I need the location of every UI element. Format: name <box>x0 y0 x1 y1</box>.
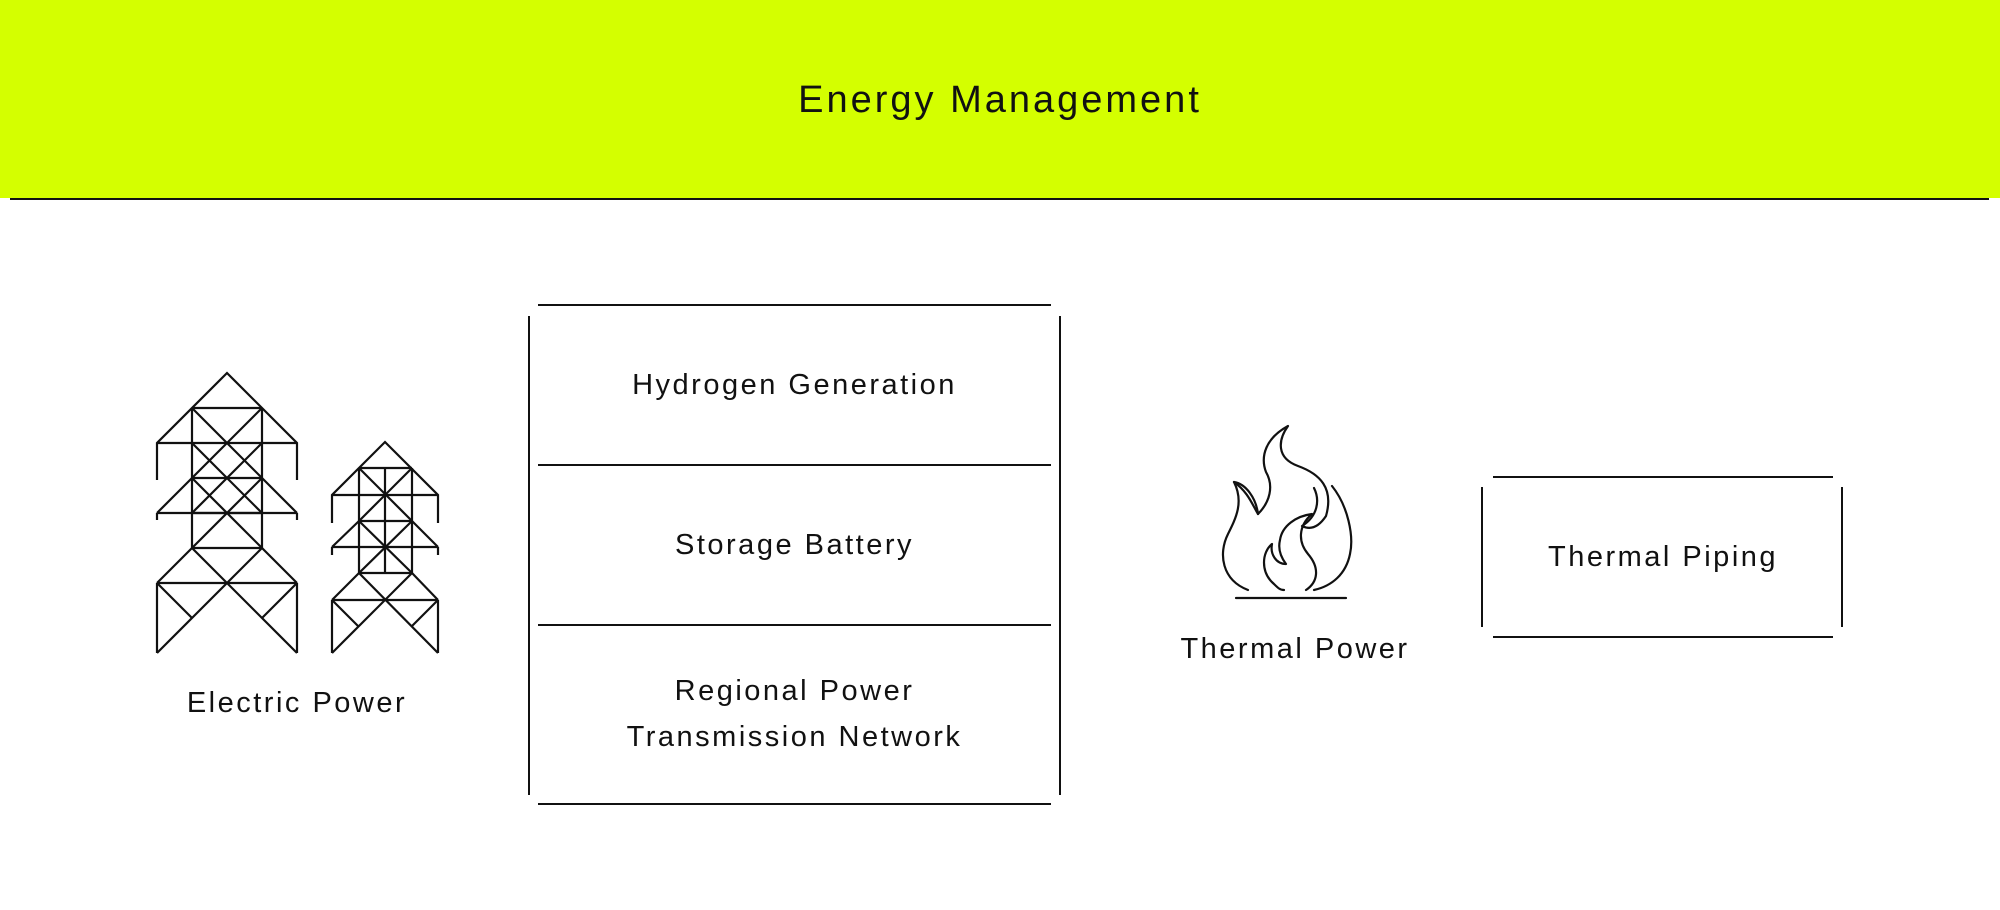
electric-power-label: Electric Power <box>186 687 408 719</box>
transmission-network-line-2: Transmission Network <box>626 721 963 753</box>
flame-icon <box>1221 424 1353 600</box>
stack-right-bracket <box>1059 316 1061 795</box>
stack-bottom-rule <box>538 803 1051 805</box>
transmission-network-line-1: Regional Power <box>674 675 915 707</box>
stack-divider-1 <box>538 464 1051 466</box>
thermal-piping-left-bracket <box>1481 487 1483 627</box>
thermal-piping-top-rule <box>1493 476 1833 478</box>
thermal-piping-label: Thermal Piping <box>1547 541 1779 573</box>
transmission-network-label: Regional Power Transmission Network <box>538 668 1051 760</box>
transmission-towers-icon <box>155 371 440 654</box>
page-title: Energy Management <box>798 79 1202 121</box>
stack-top-rule <box>538 304 1051 306</box>
thermal-piping-right-bracket <box>1841 487 1843 627</box>
header-banner: Energy Management <box>0 0 2000 198</box>
hydrogen-generation-label: Hydrogen Generation <box>632 369 957 401</box>
header-divider <box>10 198 1989 200</box>
storage-battery-label: Storage Battery <box>675 529 914 561</box>
thermal-power-label: Thermal Power <box>1180 633 1410 665</box>
thermal-piping-bottom-rule <box>1493 636 1833 638</box>
stack-divider-2 <box>538 624 1051 626</box>
stack-left-bracket <box>528 316 530 795</box>
